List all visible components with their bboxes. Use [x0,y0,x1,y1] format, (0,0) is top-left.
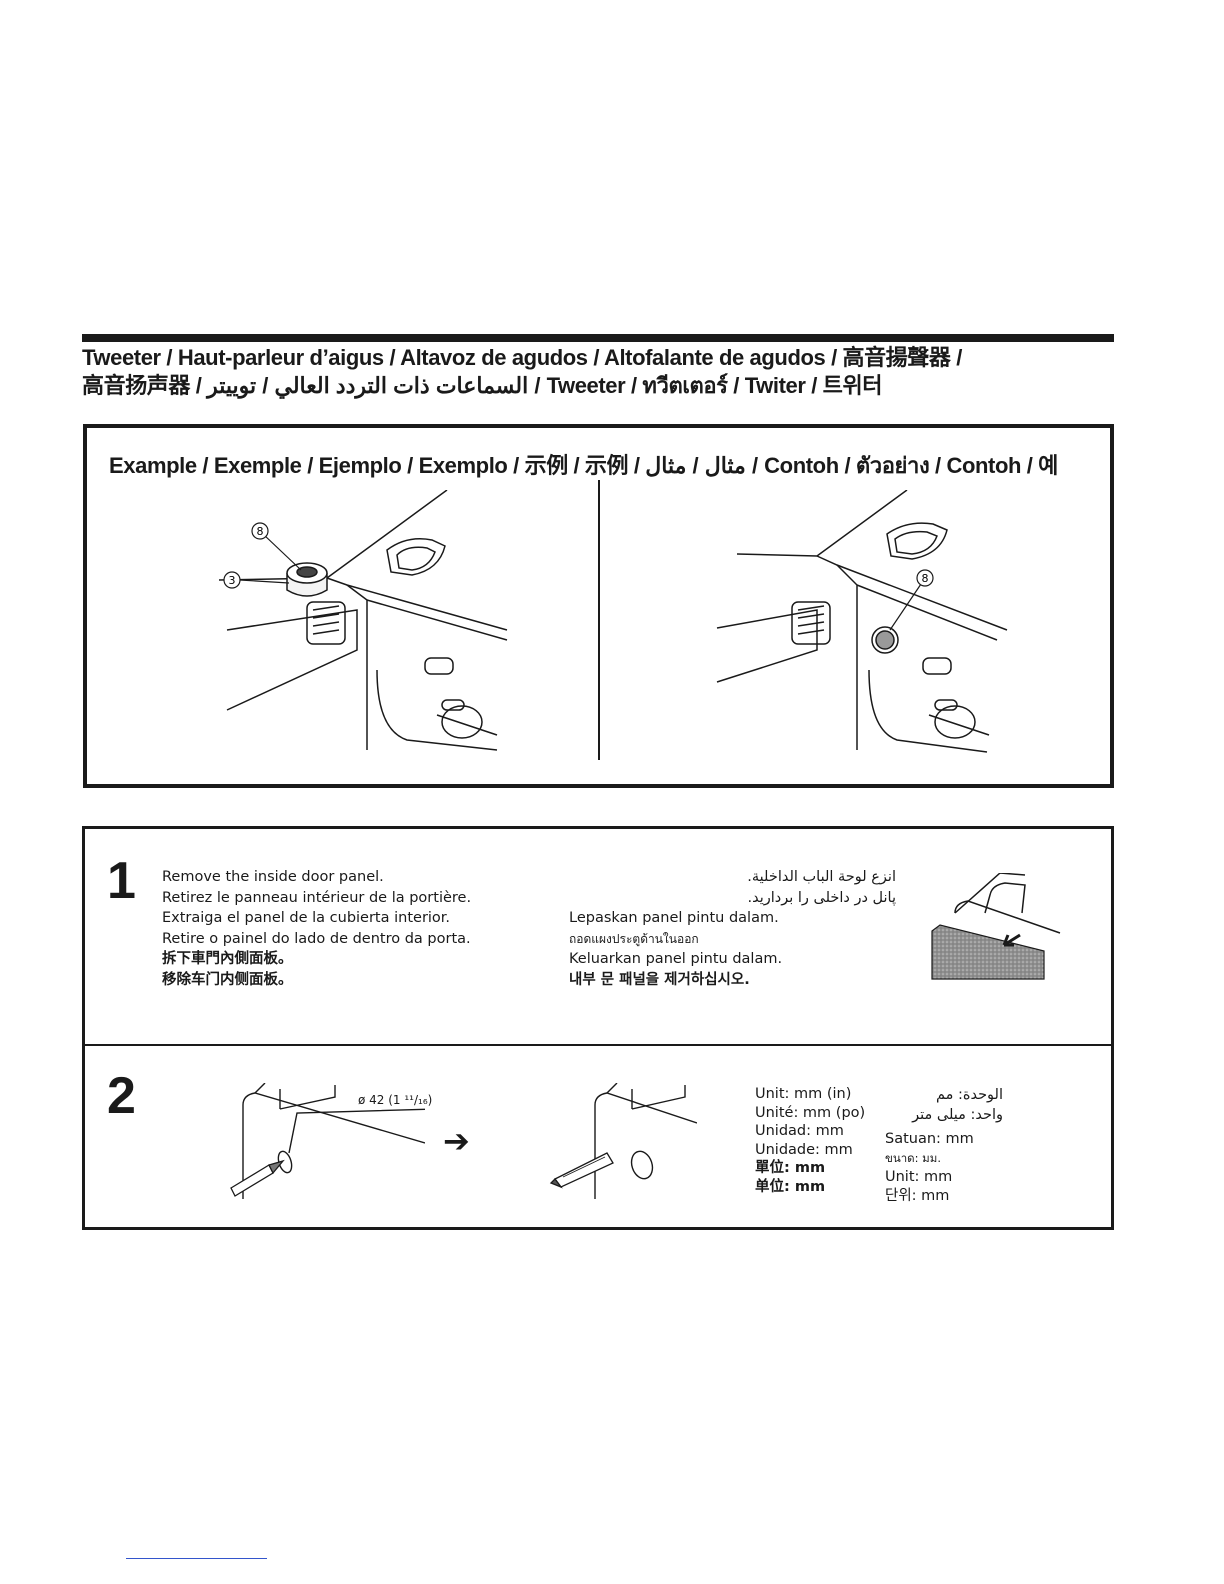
footer-rule [126,1558,267,1559]
units-en: Unit: mm (in) [755,1086,852,1102]
units-ms: Unit: mm [885,1169,953,1185]
step-1-ms: Keluarkan panel pintu dalam. [569,951,783,967]
units-zh-cn: 单位: mm [755,1178,826,1195]
tweeter-dash-mount-illustration: 8 3 [218,490,508,751]
step-1-instructions: Remove the inside door panel. Retirez le… [162,867,471,990]
example-title: Example / Exemple / Ejemplo / Exemplo / … [109,453,1059,478]
units-fa: واحد: میلی متر [912,1107,1003,1123]
step-1-more-instructions: Lepaskan panel pintu dalam. ถอดแผงประตูด… [569,908,782,990]
callout-8-right: 8 [922,572,929,585]
units-fr: Unité: mm (po) [755,1104,866,1121]
units-zh-tw: 單位: mm [755,1160,826,1176]
step-1-fa: پانل در داخلی را بردارید. [747,889,896,906]
step-1-th: ถอดแผงประตูด้านในออก [569,931,699,946]
step-1-es: Extraiga el panel de la cubierta interio… [162,910,451,926]
step-1-ko: 내부 문 패널을 제거하십시오. [569,971,750,988]
units-rtl-col: الوحدة: مم واحد: میلی متر [885,1085,1003,1125]
units-col1: Unit: mm (in) Unité: mm (po) Unidad: mm … [755,1085,865,1196]
heading-line-2: 高音扬声器 / السماعات ذات التردد العالي / توی… [82,373,883,398]
callout-8-left: 8 [257,525,264,538]
units-pt: Unidade: mm [755,1141,853,1158]
step-1-en: Remove the inside door panel. [162,869,384,885]
units-th: ขนาด: มม. [885,1151,941,1165]
steps-panel: 1 Remove the inside door panel. Retirez … [82,826,1114,1230]
heading-rule [82,334,1114,342]
units-es: Unidad: mm [755,1123,844,1139]
example-panel: Example / Exemple / Ejemplo / Exemplo / … [83,424,1114,788]
tweeter-flush-mount-illustration: 8 [716,490,1008,753]
units-id: Satuan: mm [885,1131,974,1147]
next-step-arrow-icon: ➔ [443,1122,470,1160]
step-1-pt: Retire o painel do lado de dentro da por… [162,930,471,947]
step-1-zh-tw: 拆下車門內側面板。 [162,951,293,967]
step-1-ar: انزع لوحة الباب الداخلية. [747,869,896,885]
step-1-fr: Retirez le panneau intérieur de la porti… [162,889,472,906]
step-2-number: 2 [107,1067,136,1125]
callout-3-left: 3 [229,574,236,587]
remove-door-panel-illustration [931,873,1061,980]
mark-hole-illustration [230,1083,425,1199]
units-ar: الوحدة: مم [935,1087,1003,1103]
units-col2: Satuan: mm ขนาด: มม. Unit: mm 단위: mm [885,1130,974,1206]
step-1-number: 1 [107,852,136,910]
cut-hole-illustration [549,1083,697,1199]
step-divider [85,1044,1111,1046]
step-1-id: Lepaskan panel pintu dalam. [569,910,779,926]
hole-diameter-label: ø 42 (1 ¹¹/₁₆) [358,1093,433,1107]
example-divider [598,480,600,760]
section-heading: Tweeter / Haut-parleur d’aigus / Altavoz… [82,344,1114,400]
heading-line-1: Tweeter / Haut-parleur d’aigus / Altavoz… [82,345,962,370]
step-1-zh-cn: 移除车门内侧面板。 [162,971,293,988]
units-ko: 단위: mm [885,1188,950,1204]
step-1-rtl-instructions: انزع لوحة الباب الداخلية. پانل در داخلی … [683,867,896,908]
